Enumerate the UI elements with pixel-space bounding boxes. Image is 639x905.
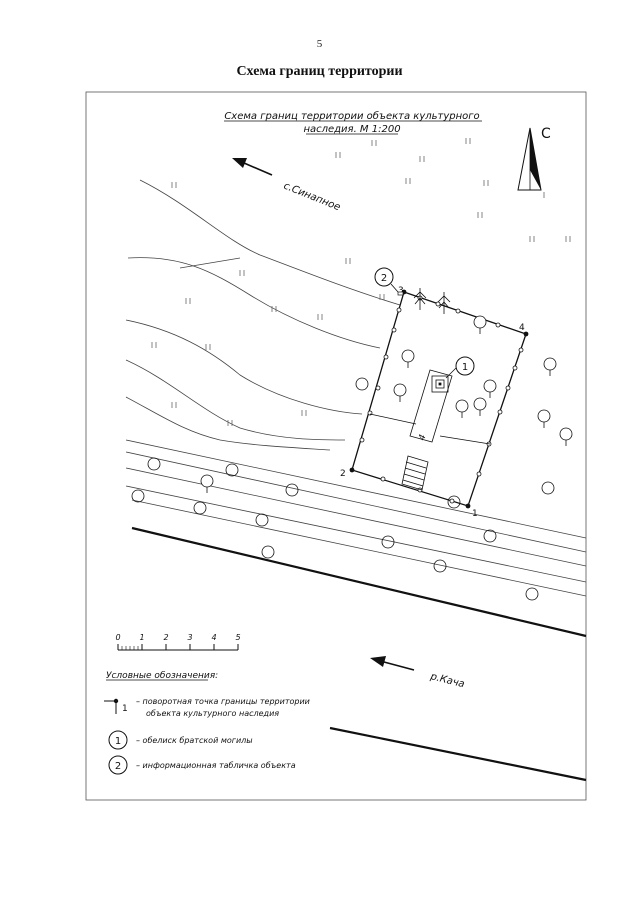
memorial-path [369,369,491,491]
point-4-label: 4 [519,323,525,333]
boundary-vertices [359,295,524,504]
page-number: 5 [316,38,323,50]
callout-1-label: 1 [462,362,468,373]
legend-obelisk-icon [108,730,128,750]
scale-tick-3: 3 [187,633,192,642]
width-dimension-label: 4 [417,433,428,442]
village-label: с.Синапное [282,181,342,214]
scale-tick-1: 1 [139,633,144,642]
terrain-contours [125,179,401,451]
callout-2-plaque [374,267,404,296]
point-2-label: 2 [340,469,346,479]
conifer-tree-icon [413,288,451,314]
legend-item-3-line1: – информационная табличка объекта [136,761,296,770]
legend-symbol-3: 2 [115,761,121,772]
north-arrow-icon [517,127,542,191]
scale-bar [117,644,239,651]
village-arrow-icon [232,158,273,176]
scale-tick-0: 0 [115,633,120,642]
turning-points [349,289,529,509]
point-3-label: 3 [398,286,404,296]
legend-turning-point-icon [104,698,119,714]
deciduous-tree-icon [200,315,573,493]
scale-tick-5: 5 [235,633,240,642]
page-title: Схема границ территории [236,64,403,79]
river-label: р.Кача [428,671,465,690]
map-title-line2: наследия. М 1:200 [303,124,400,135]
point-1-label: 1 [472,509,478,519]
callout-1-obelisk [445,356,475,379]
legend-item-2-line1: – обелиск братской могилы [136,736,253,745]
legend-heading: Условные обозначения: [106,671,218,681]
legend-item-1-line2: объекта культурного наследия [146,709,279,718]
river-opposite-bank [329,726,587,782]
scale-tick-2: 2 [163,633,168,642]
road-lines [125,439,587,597]
map-frame [85,91,587,801]
map-title-line1: Схема границ территории объекта культурн… [224,110,479,122]
legend-item-1-line1: – поворотная точка границы территории [136,697,310,706]
legend-symbol-1: 1 [122,704,128,714]
legend-plaque-icon [108,755,128,775]
legend-symbol-2: 1 [115,736,121,747]
scale-tick-4: 4 [211,633,216,642]
river-arrow-icon [370,656,415,671]
callout-2-label: 2 [381,273,387,284]
grass-hatch-markers [151,138,571,426]
river-bank-line [131,526,587,638]
shrub-markers [131,377,555,601]
north-label: С [541,126,551,142]
